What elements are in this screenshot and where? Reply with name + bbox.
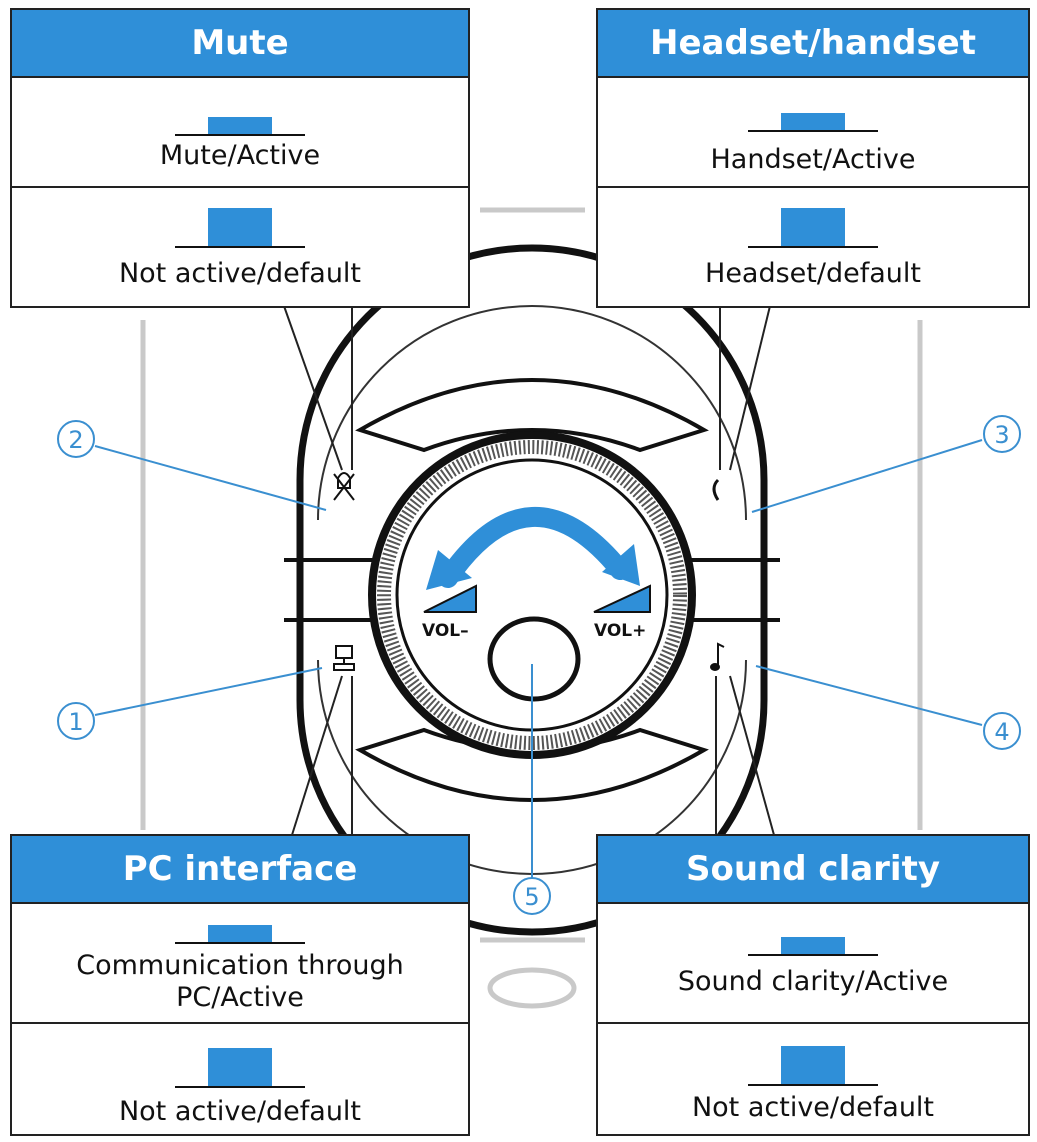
vol-minus-ramp <box>423 584 477 613</box>
mute-state-active-label: Mute/Active <box>159 140 321 171</box>
sound-panel-title: Sound clarity <box>598 836 1028 904</box>
mute-switch-active-diagram <box>175 104 305 136</box>
pc-state-active-label: Communication through PC/Active <box>76 950 404 1013</box>
callout-circle-3 <box>983 415 1021 453</box>
rotation-arrow-right-head <box>602 544 640 586</box>
sound-switch-default-diagram <box>748 1046 878 1086</box>
pc-switch-active-diagram <box>175 922 305 944</box>
callout-number-3: 3 <box>994 421 1009 449</box>
mute-state-default: Not active/default <box>12 188 468 308</box>
sound-panel: Sound clarity Sound clarity/Active Not a… <box>596 834 1030 1136</box>
headset-switch-default-diagram <box>748 208 878 248</box>
mute-panel-title: Mute <box>12 10 468 78</box>
mute-state-default-label: Not active/default <box>118 258 362 289</box>
rotation-arrow-left-head <box>426 550 472 590</box>
mute-switch-default-diagram <box>175 208 305 248</box>
callout-number-1: 1 <box>68 708 83 736</box>
callout-circle-1 <box>57 702 95 740</box>
panel-leader-lines <box>283 305 775 836</box>
mute-state-active: Mute/Active <box>12 78 468 188</box>
callout-number-2: 2 <box>68 426 83 454</box>
pc-state-active: Communication through PC/Active <box>12 904 468 1024</box>
sound-state-active: Sound clarity/Active <box>598 904 1028 1024</box>
callout-number-5: 5 <box>524 883 539 911</box>
mute-icon <box>333 472 355 501</box>
pc-state-default: Not active/default <box>12 1024 468 1136</box>
handset-icon <box>712 478 720 501</box>
left-slot <box>284 558 380 622</box>
sound-state-default: Not active/default <box>598 1024 1028 1136</box>
top-button <box>355 378 709 453</box>
center-button <box>487 616 581 702</box>
headset-state-default-label: Headset/default <box>705 258 921 289</box>
music-note-icon <box>710 642 725 671</box>
rotation-arrow <box>438 507 630 588</box>
headset-state-active-label: Handset/Active <box>710 144 916 175</box>
headset-panel: Headset/handset Handset/Active Headset/d… <box>596 8 1030 308</box>
callout-circle-5 <box>513 877 551 915</box>
headset-switch-active-diagram <box>748 110 878 132</box>
pc-switch-default-diagram <box>175 1048 305 1088</box>
headset-state-active: Handset/Active <box>598 78 1028 188</box>
volume-wheel-knurl <box>377 440 687 750</box>
mute-panel: Mute Mute/Active Not active/default <box>10 8 470 308</box>
callout-number-4: 4 <box>994 718 1009 746</box>
vol-plus-ramp <box>593 584 651 613</box>
sound-state-active-label: Sound clarity/Active <box>677 966 949 997</box>
pc-panel-title: PC interface <box>12 836 468 904</box>
callout-circle-2 <box>57 420 95 458</box>
callout-lines <box>94 439 983 880</box>
sound-switch-active-diagram <box>748 934 878 956</box>
sound-state-default-label: Not active/default <box>691 1092 935 1123</box>
pc-icon <box>333 645 355 671</box>
vol-plus-label: VOL+ <box>594 621 646 641</box>
headset-state-default: Headset/default <box>598 188 1028 308</box>
vol-minus-label: VOL– <box>422 621 469 641</box>
callout-circle-4 <box>983 712 1021 750</box>
pc-state-default-label: Not active/default <box>118 1096 362 1127</box>
headset-panel-title: Headset/handset <box>598 10 1028 78</box>
right-slot <box>684 558 780 622</box>
pc-panel: PC interface Communication through PC/Ac… <box>10 834 470 1136</box>
callout-markers: 1 2 3 4 5 <box>57 415 1021 915</box>
